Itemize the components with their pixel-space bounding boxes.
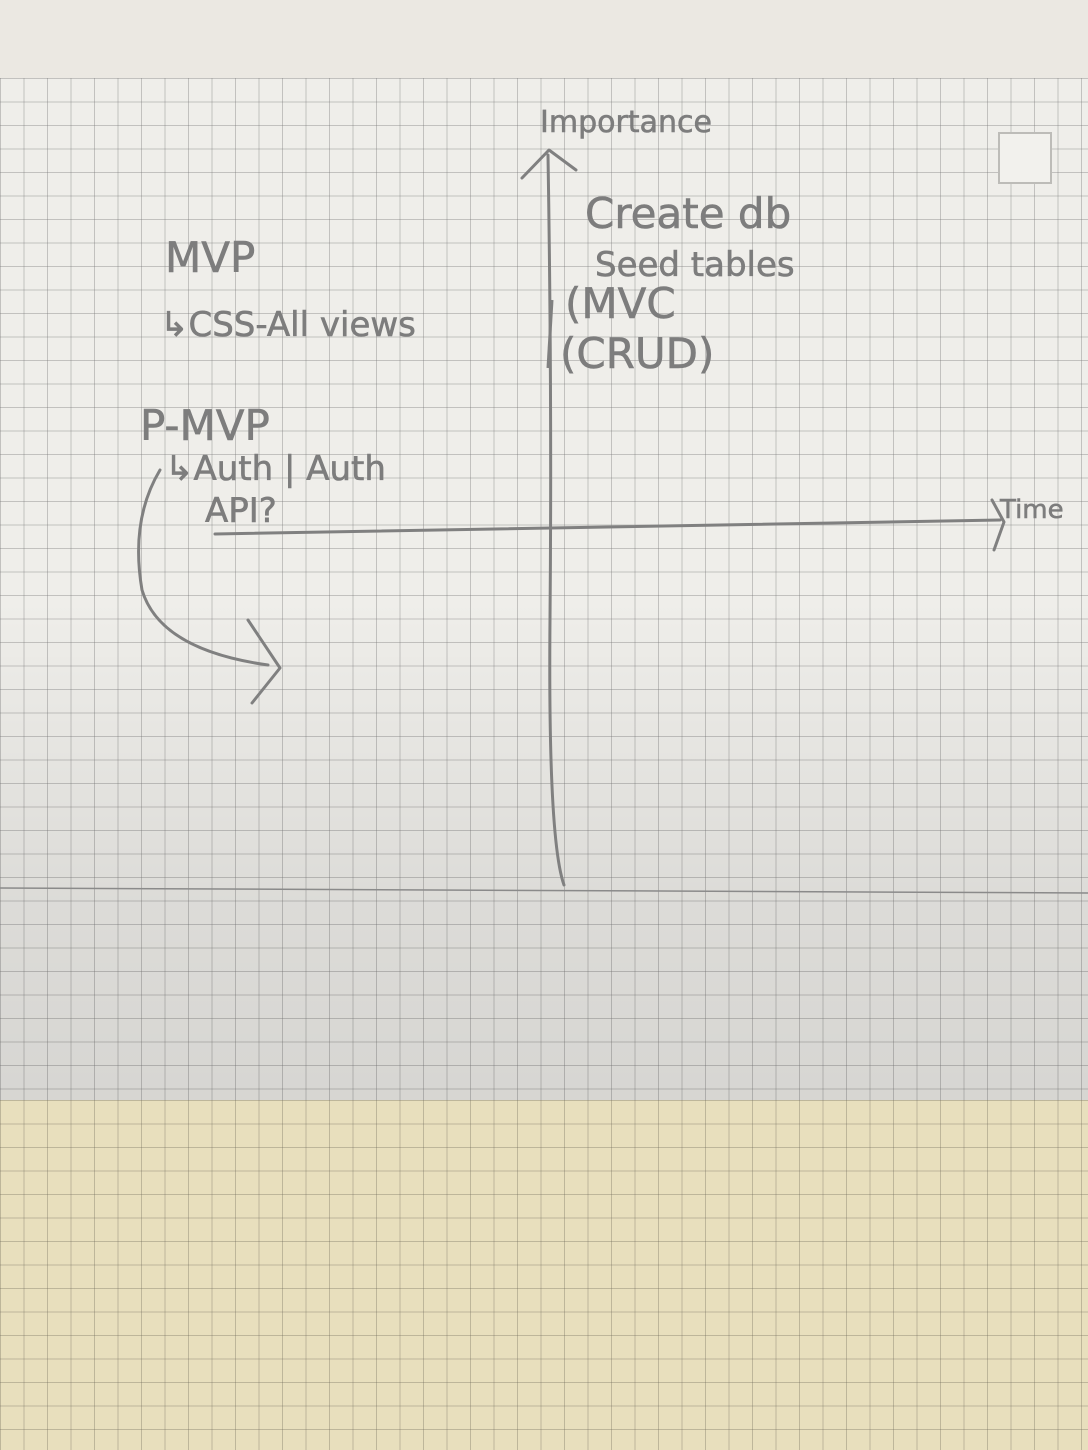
note-mvc: (MVC (565, 279, 676, 328)
page-divider-line (0, 887, 1088, 894)
grid-paper-next-page (0, 1100, 1088, 1450)
grid-paper-page (0, 78, 1088, 1100)
note-create-db: Create db (585, 189, 791, 238)
desk-surface (0, 0, 1088, 78)
x-axis-label: Time (999, 495, 1064, 525)
note-mvp: MVP (165, 233, 255, 282)
note-p-mvp: P-MVP (140, 401, 270, 450)
note-api: API? (205, 491, 277, 531)
importance-axis-arrowhead (520, 148, 578, 180)
y-axis-label: Importance (540, 105, 712, 140)
mvc-bracket-line (546, 299, 554, 369)
curved-arrow (137, 468, 270, 667)
note-auth: ↳Auth | Auth (165, 449, 386, 489)
importance-axis (546, 153, 566, 887)
hand-shadow (0, 600, 1088, 1100)
note-css-all-views: ↳CSS-All views (160, 305, 416, 345)
note-crud: (CRUD) (560, 329, 714, 378)
note-seed-tables: Seed tables (595, 245, 795, 285)
corner-box (998, 132, 1052, 184)
curved-arrow-head (246, 618, 282, 705)
time-axis-arrowhead (990, 498, 1006, 552)
time-axis (213, 518, 1002, 536)
